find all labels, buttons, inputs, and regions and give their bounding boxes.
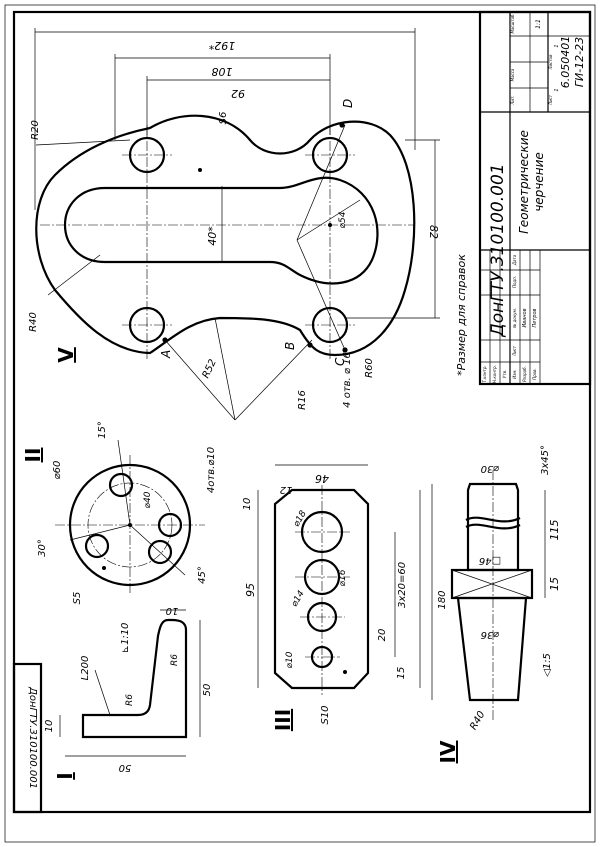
dim-i-angle: ⊾1:10 <box>120 623 131 654</box>
point-a: A <box>159 350 173 359</box>
dim-v-108: 108 <box>212 65 233 78</box>
row-tkontr: Т.контр. <box>482 365 487 382</box>
dim-v-d54: ⌀54 <box>338 211 348 228</box>
view-label-iv: IV <box>436 740 460 763</box>
view-iii-dimensions: 46 12 10 95 20 15 3x20=60 ⌀18 ⌀16 ⌀14 ⌀1… <box>242 472 408 731</box>
view-label-v: V <box>54 347 78 363</box>
row-ndok: № докум. <box>512 308 517 329</box>
drawing-frame <box>12 10 592 814</box>
point-d: D <box>341 99 355 108</box>
dim-v-92: 92 <box>231 87 245 100</box>
corner-stamp-text: ДонГТУ.310100.001 <box>27 686 38 789</box>
dim-v-s6: S6 <box>218 112 229 125</box>
reference-note: *Размер для справок <box>455 254 468 376</box>
dim-iv-3x45: 3x45° <box>540 445 551 475</box>
dim-v-192: 192* <box>208 39 235 52</box>
row-podp: Подп. <box>512 276 517 288</box>
dim-ii-holes: 4отв.⌀10 <box>206 447 217 493</box>
view-iv-shaft <box>431 470 546 720</box>
title-name-line2: черчение <box>532 152 546 212</box>
dim-iii-20: 20 <box>377 629 388 642</box>
dim-iii-95: 95 <box>244 583 257 597</box>
dim-iii-dia10: ⌀10 <box>285 651 295 668</box>
row-razrab: Разраб. <box>522 366 527 382</box>
dim-i-r6b: R6 <box>125 694 135 706</box>
corner-stamp: ДонГТУ.310100.001 <box>12 662 43 814</box>
dim-iv-180: 180 <box>437 590 448 609</box>
dim-ii-30: 30° <box>37 539 48 557</box>
dim-i-10t: 10 <box>166 605 179 616</box>
dim-i-10: 10 <box>44 720 55 733</box>
dim-v-40: 40* <box>206 226 219 246</box>
dim-iii-dia14: ⌀14 <box>290 589 307 609</box>
dim-ii-45: 45° <box>197 566 208 584</box>
title-name-line1: Геометрические <box>517 130 531 234</box>
sheet-value: 1 <box>554 88 560 91</box>
title-group: ГИ-12-23 <box>573 37 586 87</box>
dim-iii-46: 46 <box>315 472 329 485</box>
row-izm: Изм. <box>512 369 517 378</box>
view-iii-plate <box>257 464 421 695</box>
dim-i-r6: R6 <box>170 654 180 666</box>
dim-iv-15: 15 <box>548 577 561 591</box>
dim-iv-sq46: □46 <box>479 555 501 566</box>
title-designation: ДонГТУ.310100.001 <box>488 163 508 337</box>
view-iv-dimensions: ⌀30 3x45° □46 115 15 180 ⌀36 R40 ◁1:5 IV <box>436 445 561 763</box>
sheets-value: 1 <box>554 44 560 47</box>
point-b: B <box>283 342 297 350</box>
dim-ii-s5: S5 <box>72 592 83 605</box>
dim-v-r20: R20 <box>30 120 41 140</box>
row-prov: Пров. <box>532 368 537 380</box>
dim-i-l200: L200 <box>80 656 91 681</box>
row-utv: Утв. <box>502 370 507 378</box>
view-label-ii: II <box>21 448 45 463</box>
dim-iii-dia16: ⌀16 <box>338 569 348 586</box>
dim-iv-30: ⌀30 <box>481 463 500 474</box>
dim-ii-60: ⌀60 <box>52 461 63 480</box>
view-i-angle <box>59 609 201 757</box>
view-v-plate <box>34 28 440 421</box>
col-sheet: Лист <box>548 94 553 106</box>
dim-iii-10: 10 <box>242 498 253 511</box>
view-label-i: I <box>53 772 77 779</box>
row-list: Лист <box>512 345 517 357</box>
dim-iii-15: 15 <box>396 667 407 680</box>
col-mass: Масса <box>510 68 515 81</box>
col-lit: Лит. <box>510 95 515 105</box>
dim-ii-40: ⌀40 <box>143 491 153 508</box>
dim-v-holes: 4 отв. ⌀ 16 <box>342 352 353 408</box>
dim-iv-115: 115 <box>548 520 561 541</box>
dim-v-r16: R16 <box>297 390 308 410</box>
dim-iii-12: 12 <box>280 484 293 495</box>
checker-name: Петров <box>532 308 538 327</box>
row-data: Дата <box>512 254 517 266</box>
title-block: ДонГТУ.310100.001 Геометрические черчени… <box>478 10 592 386</box>
dim-iv-taper: ◁1:5 <box>542 653 553 677</box>
dim-iii-3x20: 3x20=60 <box>397 562 408 608</box>
dim-v-82: 82 <box>427 225 440 239</box>
author-name: Иванов <box>522 308 528 327</box>
dim-iv-dia36: ⌀36 <box>481 629 500 640</box>
point-c: C <box>333 357 347 366</box>
view-label-iii: III <box>271 709 295 731</box>
dim-ii-15: 15° <box>97 421 108 439</box>
row-nkontr: Н.контр. <box>492 365 497 383</box>
dim-v-r60: R60 <box>364 358 375 378</box>
view-ii-flange <box>55 439 205 595</box>
col-scale: Масштаб <box>510 14 515 34</box>
dim-i-50h: 50 <box>202 684 213 697</box>
dim-v-r40: R40 <box>28 312 39 332</box>
dim-v-r52: R52 <box>201 358 219 380</box>
sheet-trim-border <box>4 4 596 843</box>
dim-i-50w: 50 <box>119 762 132 773</box>
dim-iii-s10: S10 <box>320 705 331 724</box>
title-org-code: 6.050401 <box>559 36 572 89</box>
dim-iv-r40: R40 <box>468 709 487 732</box>
view-i-dimensions: 10 50 50 10 L200 ⊾1:10 R6 R6 I <box>44 605 213 780</box>
view-ii-dimensions: ⌀60 ⌀40 15° 30° 45° 4отв.⌀10 S5 II <box>21 421 217 604</box>
scale-value: 1:1 <box>535 19 542 29</box>
col-sheets: Листов <box>548 54 553 71</box>
view-v-dimensions: 192* 108 92 82 40* R20 R40 R52 R16 R60 S… <box>28 39 440 410</box>
